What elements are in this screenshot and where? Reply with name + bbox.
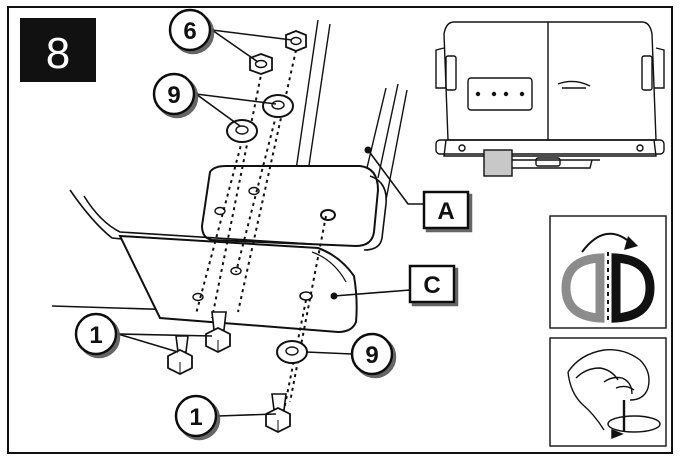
svg-text:9: 9 <box>365 342 378 369</box>
bracket-c <box>118 234 358 334</box>
washer-upper-left <box>226 119 258 143</box>
callout-9-top: 9 <box>152 72 196 116</box>
label-a: A <box>422 190 470 230</box>
leader-lines <box>117 29 424 417</box>
label-c: C <box>408 264 456 304</box>
bracket-a <box>200 165 387 251</box>
hitch-location-highlight <box>483 149 513 177</box>
nut-lower <box>249 53 273 75</box>
svg-text:1: 1 <box>89 322 102 349</box>
svg-text:A: A <box>437 198 454 225</box>
bolt-bottom <box>265 393 291 434</box>
leader-dot-a <box>364 146 372 154</box>
step-number: 8 <box>46 29 70 78</box>
callout-9-bottom: 9 <box>350 332 394 376</box>
callout-6: 6 <box>168 8 212 52</box>
callout-1-top: 1 <box>74 312 118 356</box>
washer-lower <box>276 340 308 364</box>
van-rear-view-icon <box>435 21 665 177</box>
hand-tighten-icon <box>549 337 667 447</box>
svg-text:9: 9 <box>167 82 180 109</box>
svg-text:C: C <box>423 272 440 299</box>
svg-text:6: 6 <box>183 18 196 45</box>
leader-dot-c <box>330 292 338 300</box>
washer-upper-right <box>262 94 294 118</box>
bolt-left-b <box>205 311 231 354</box>
frame-rails <box>295 19 408 201</box>
outer-frame <box>7 6 673 454</box>
mirror-symmetry-icon <box>549 215 667 329</box>
bolt-left-a <box>167 335 193 376</box>
callout-1-bottom: 1 <box>174 394 218 438</box>
svg-text:1: 1 <box>189 404 202 431</box>
step-badge: 8 <box>20 18 96 82</box>
nut-upper <box>285 30 307 52</box>
